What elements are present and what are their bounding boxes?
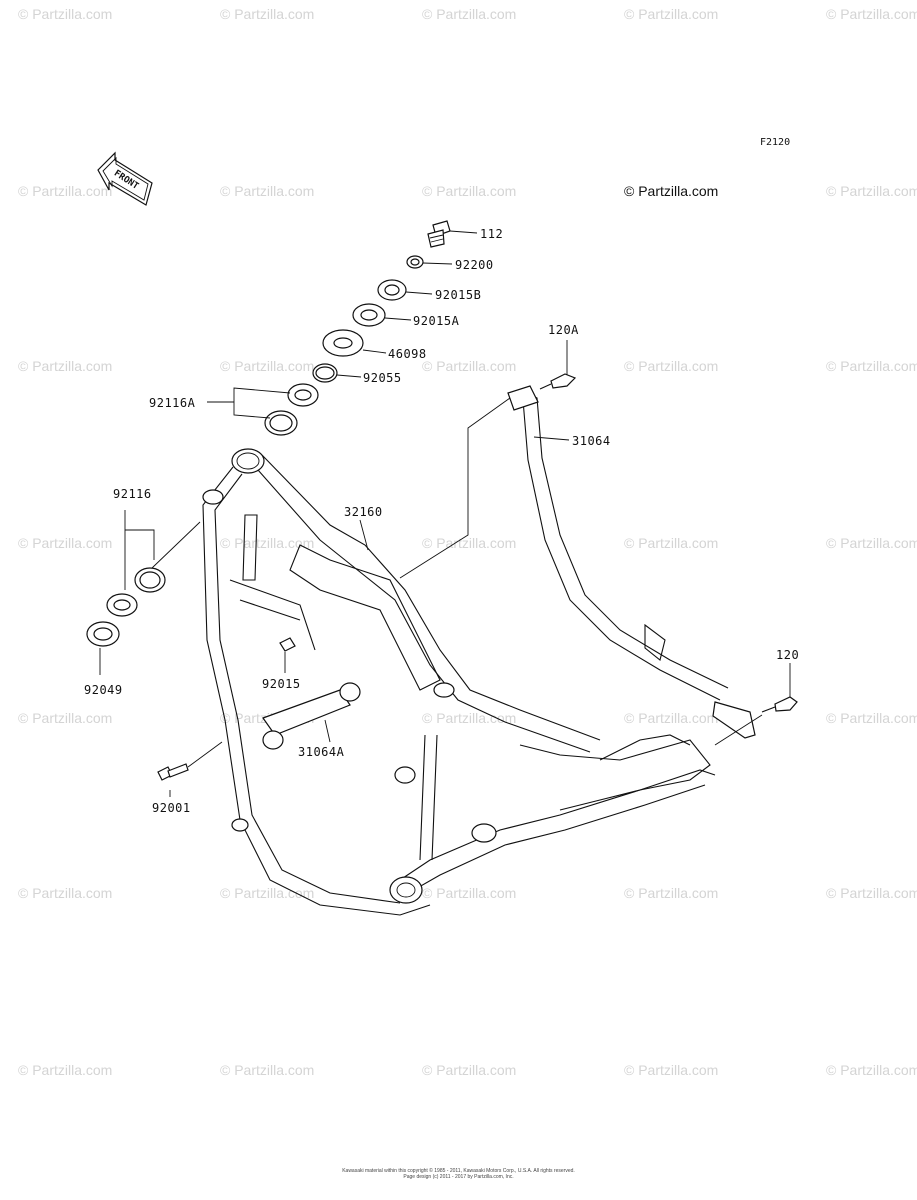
watermark: © Partzilla.com bbox=[18, 885, 113, 901]
part-label-92015A[interactable]: 92015A bbox=[413, 314, 460, 328]
watermark: © Partzilla.com bbox=[422, 358, 517, 374]
footer-line-2: Page design (c) 2011 - 2017 by Partzilla… bbox=[403, 1174, 514, 1180]
part-label-32160[interactable]: 32160 bbox=[344, 505, 383, 519]
part-label-92049[interactable]: 92049 bbox=[84, 683, 123, 697]
watermark: © Partzilla.com bbox=[826, 183, 917, 199]
bolt-120A bbox=[539, 373, 577, 390]
watermark: © Partzilla.com bbox=[624, 535, 719, 551]
lower-bearing-parts bbox=[86, 567, 166, 647]
front-bracket-31064A bbox=[262, 682, 361, 750]
figure-code: F2120 bbox=[760, 137, 791, 148]
watermark: © Partzilla.com bbox=[18, 183, 113, 199]
part-label-120[interactable]: 120 bbox=[776, 648, 800, 662]
watermark: © Partzilla.com bbox=[826, 535, 917, 551]
watermark: © Partzilla.com bbox=[422, 535, 517, 551]
part-label-112[interactable]: 112 bbox=[480, 227, 504, 241]
part-label-46098[interactable]: 46098 bbox=[388, 347, 427, 361]
watermark: © Partzilla.com bbox=[826, 1062, 917, 1078]
copyright-notice: © Partzilla.com bbox=[624, 183, 719, 199]
watermark: © Partzilla.com bbox=[18, 535, 113, 551]
watermark: © Partzilla.com bbox=[624, 358, 719, 374]
leader-lines bbox=[99, 230, 791, 797]
watermark: © Partzilla.com bbox=[18, 358, 113, 374]
bolt-120 bbox=[761, 696, 798, 713]
watermark: © Partzilla.com bbox=[422, 710, 517, 726]
watermark: © Partzilla.com bbox=[220, 358, 315, 374]
watermark: © Partzilla.com bbox=[220, 183, 315, 199]
nut-92015 bbox=[279, 637, 296, 652]
watermark: © Partzilla.com bbox=[18, 1062, 113, 1078]
watermark: © Partzilla.com bbox=[220, 885, 315, 901]
part-label-92015[interactable]: 92015 bbox=[262, 677, 301, 691]
watermark: © Partzilla.com bbox=[422, 1062, 517, 1078]
watermark: © Partzilla.com bbox=[422, 183, 517, 199]
part-label-92116A[interactable]: 92116A bbox=[149, 396, 196, 410]
part-label-92015B[interactable]: 92015B bbox=[435, 288, 482, 302]
watermark: © Partzilla.com bbox=[624, 885, 719, 901]
part-label-120A[interactable]: 120A bbox=[548, 323, 579, 337]
watermark: © Partzilla.com bbox=[18, 6, 113, 22]
part-label-92116[interactable]: 92116 bbox=[113, 487, 152, 501]
watermark: © Partzilla.com bbox=[826, 6, 917, 22]
part-label-31064[interactable]: 31064 bbox=[572, 434, 611, 448]
watermark: © Partzilla.com bbox=[18, 710, 113, 726]
watermark: © Partzilla.com bbox=[422, 885, 517, 901]
bolt-92001 bbox=[157, 763, 189, 781]
main-frame-32160 bbox=[202, 448, 716, 916]
watermark: © Partzilla.com bbox=[624, 6, 719, 22]
watermark: © Partzilla.com bbox=[826, 358, 917, 374]
watermark: © Partzilla.com bbox=[826, 885, 917, 901]
watermark: © Partzilla.com bbox=[220, 1062, 315, 1078]
footer-line-1: Kawasaki material within this copyright … bbox=[342, 1168, 575, 1174]
part-label-92055[interactable]: 92055 bbox=[363, 371, 402, 385]
part-label-31064A[interactable]: 31064A bbox=[298, 745, 345, 759]
part-label-92001[interactable]: 92001 bbox=[152, 801, 191, 815]
front-arrow-icon: FRONT bbox=[97, 151, 153, 206]
removable-down-tube-31064 bbox=[507, 385, 756, 739]
watermark: © Partzilla.com bbox=[624, 1062, 719, 1078]
footer-notice: Kawasaki material within this copyright … bbox=[0, 1168, 917, 1180]
part-label-92200[interactable]: 92200 bbox=[455, 258, 494, 272]
steering-stem-parts bbox=[264, 220, 451, 436]
watermark: © Partzilla.com bbox=[624, 710, 719, 726]
watermark: © Partzilla.com bbox=[826, 710, 917, 726]
watermark: © Partzilla.com bbox=[220, 6, 315, 22]
watermark: © Partzilla.com bbox=[422, 6, 517, 22]
